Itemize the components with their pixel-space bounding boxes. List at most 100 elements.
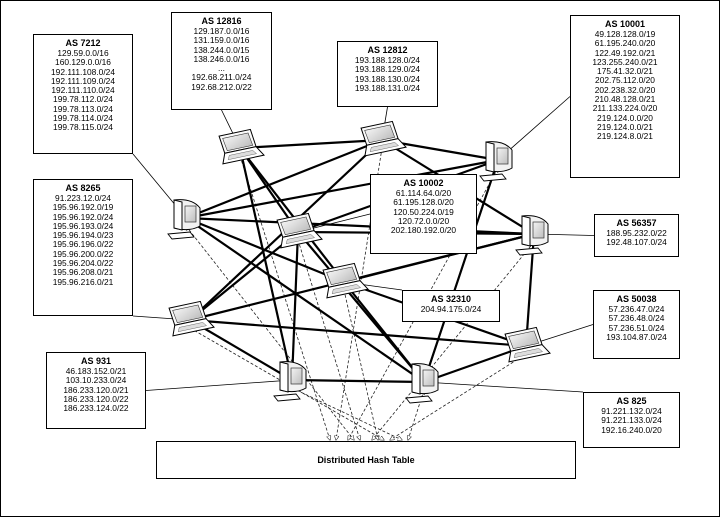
- as-title: AS 10002: [403, 178, 444, 188]
- peer-link: [184, 216, 426, 384]
- as-prefix: 46.183.152.0/21: [65, 366, 127, 376]
- desktop-icon: [515, 215, 549, 256]
- as-prefix: 199.78.113.0/24: [53, 103, 113, 114]
- as-prefix: 211.133.224.0/20: [592, 103, 658, 114]
- as-leader-line: [145, 379, 293, 391]
- as-prefix: 192.111.110.0/24: [51, 85, 115, 96]
- peer-link: [184, 158, 500, 220]
- as-prefix: 49.128.128.0/19: [594, 29, 656, 39]
- as-prefix: 57.236.51.0/24: [608, 322, 665, 333]
- as-prefix: 186.233.120.0/22: [63, 393, 129, 404]
- as-prefix: 202.238.32.0/20: [594, 84, 656, 95]
- as-prefix: 199.78.115.0/24: [53, 122, 113, 133]
- as-prefix: 123.255.240.0/21: [592, 56, 658, 67]
- as-prefix: 61.195.240.0/20: [594, 38, 656, 49]
- as-title: AS 825: [616, 396, 647, 406]
- peer-link: [184, 216, 346, 284]
- peer-link: [342, 232, 536, 284]
- as-prefix: 192.16.240.0/20: [601, 424, 662, 435]
- as-prefix: 57.236.47.0/24: [608, 304, 665, 314]
- as-title: AS 8265: [65, 183, 101, 193]
- as-prefix: 192.48.107.0/24: [606, 237, 667, 248]
- as-prefix: 186.233.124.0/22: [63, 403, 129, 414]
- as-prefix: 131.159.0.0/16: [193, 35, 250, 46]
- as-prefix: 193.188.128.0/24: [354, 55, 421, 65]
- as-prefix: 91.221.132.0/24: [601, 406, 662, 416]
- as-title: AS 931: [80, 356, 112, 366]
- as-title: AS 12816: [201, 16, 242, 26]
- as-prefix: 199.78.112.0/24: [53, 94, 113, 105]
- dht-link: [344, 290, 378, 440]
- as-prefix: 195.96.216.0/21: [52, 276, 114, 287]
- as-prefix: 129.59.0.0/16: [57, 48, 109, 58]
- as-title: AS 12812: [367, 45, 408, 55]
- peer-link: [238, 138, 384, 150]
- dht-link: [390, 354, 526, 440]
- peer-link: [188, 318, 294, 382]
- peer-link: [184, 138, 384, 220]
- as-title: AS 56357: [616, 218, 657, 228]
- laptop-icon: [360, 120, 407, 157]
- dht-link: [292, 388, 402, 440]
- peer-link: [188, 230, 300, 322]
- desktop-icon: [167, 199, 201, 240]
- as-prefix: 219.124.0.0/21: [597, 121, 653, 132]
- as-prefix: 91.223.12.0/24: [55, 193, 111, 203]
- as-prefix: 195.96.193.0/24: [52, 220, 114, 231]
- as-prefix: 202.75.112.0/20: [595, 75, 655, 86]
- as-prefix: 195.96.200.0/22: [52, 248, 114, 259]
- as-title: AS 7212: [65, 38, 101, 48]
- as-prefix: 193.188.131.0/24: [354, 82, 421, 93]
- laptop-icon: [168, 300, 215, 337]
- as-prefix: 219.124.8.0/21: [597, 131, 653, 142]
- desktop-icon: [405, 363, 439, 404]
- as-prefix: 202.180.192.0/20: [390, 225, 457, 236]
- as-prefix: 195.96.204.0/22: [52, 258, 114, 269]
- as-prefix: 129.187.0.0/16: [193, 26, 250, 36]
- dht-label: Distributed Hash Table: [317, 455, 415, 465]
- as-prefix: 195.96.192.0/24: [52, 211, 114, 222]
- peer-link: [296, 230, 426, 384]
- desktop-icon: [479, 141, 513, 182]
- dht-link: [408, 390, 424, 440]
- as-prefix: 61.114.64.0/20: [395, 188, 452, 198]
- as-prefix: 192.111.108.0/24: [51, 66, 115, 77]
- as-title: AS 10001: [604, 19, 646, 29]
- as-prefix: 57.236.48.0/24: [608, 313, 665, 324]
- as-prefix: 193.188.130.0/24: [354, 73, 421, 84]
- peer-link: [238, 146, 346, 284]
- laptop-icon: [504, 326, 551, 363]
- as-prefix: 103.10.233.0/24: [65, 375, 127, 386]
- peer-link: [422, 158, 500, 384]
- as-prefix: 195.96.194.0/23: [52, 230, 114, 241]
- as-prefix: 204.94.175.0/24: [420, 304, 482, 314]
- as-prefix: 120.72.0.0/20: [397, 215, 450, 226]
- as-prefix: 192.68.211.0/24: [191, 72, 252, 83]
- as-prefix: 192.68.212.0/22: [191, 81, 252, 92]
- laptop-icon: [276, 212, 323, 249]
- as-prefix: 210.48.128.0/21: [594, 94, 656, 105]
- distributed-hash-table: Distributed Hash Table: [156, 441, 576, 479]
- as-prefix: 193.104.87.0/24: [606, 331, 667, 342]
- peer-link: [290, 378, 426, 384]
- as-prefix: 138.246.0.0/16: [193, 53, 250, 64]
- as-prefix: 120.50.224.0/19: [393, 206, 454, 217]
- as-prefix: 138.244.0.0/15: [193, 44, 250, 55]
- as-prefix: ...: [218, 63, 225, 74]
- as-prefix: 193.188.129.0/24: [354, 64, 421, 75]
- as-prefix: 91.221.133.0/24: [601, 415, 662, 426]
- laptop-icon: [218, 128, 265, 165]
